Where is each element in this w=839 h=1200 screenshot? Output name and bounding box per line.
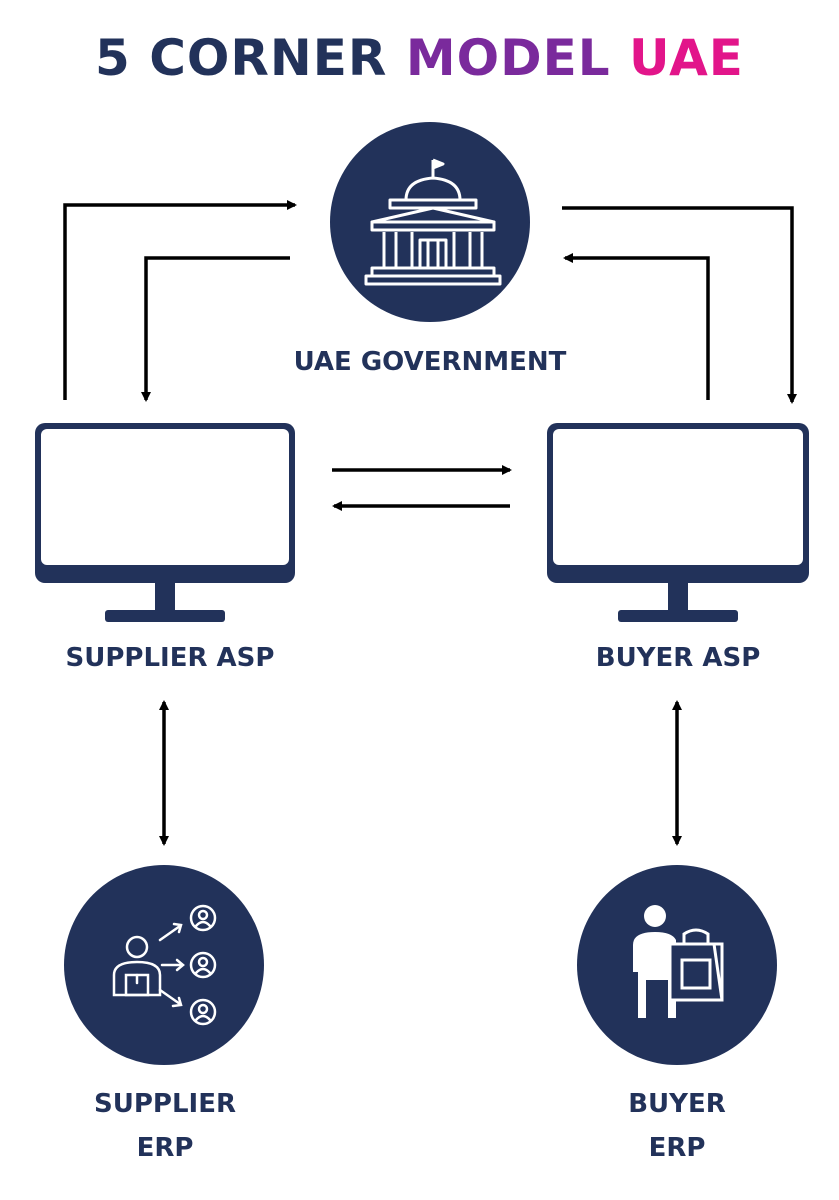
- government-node: [330, 122, 530, 322]
- buyer-erp-label-line1: BUYER: [628, 1089, 726, 1119]
- supplier-distribution-icon: [112, 904, 217, 1026]
- arrow-buyer-to-government: [563, 253, 710, 400]
- arrow-government-to-supplier: [141, 256, 290, 402]
- supplier-erp-label-line2: ERP: [136, 1133, 194, 1163]
- supplier-erp-label-line1: SUPPLIER: [94, 1089, 236, 1119]
- government-label: UAE GOVERNMENT: [293, 347, 567, 377]
- arrows: [63, 200, 797, 846]
- supplier-erp-node: [64, 865, 264, 1065]
- buyer-erp-label: BUYER ERP: [552, 1082, 802, 1170]
- title-part-2: MODEL: [405, 29, 611, 87]
- supplier-erp-label: SUPPLIER ERP: [40, 1082, 290, 1170]
- buyer-asp-label: BUYER ASP: [595, 643, 761, 673]
- supplier-asp-monitor-icon: [35, 423, 295, 622]
- government-building-icon: [364, 158, 502, 286]
- title-part-1: 5 CORNER: [95, 29, 388, 87]
- diagram-title: 5 CORNER MODEL UAE: [0, 22, 839, 94]
- buyer-screen: [553, 429, 803, 565]
- buyer-erp-label-line2: ERP: [648, 1133, 706, 1163]
- buyer-asp-monitor-icon: [547, 423, 809, 622]
- supplier-screen: [41, 429, 289, 565]
- arrow-supplier-to-government: [63, 200, 297, 400]
- buyer-shopping-bag-icon: [633, 905, 724, 1018]
- buyer-erp-node: [577, 865, 777, 1065]
- title-part-3: UAE: [629, 29, 744, 87]
- supplier-asp-label: SUPPLIER ASP: [65, 643, 275, 673]
- arrow-government-to-buyer: [562, 206, 797, 404]
